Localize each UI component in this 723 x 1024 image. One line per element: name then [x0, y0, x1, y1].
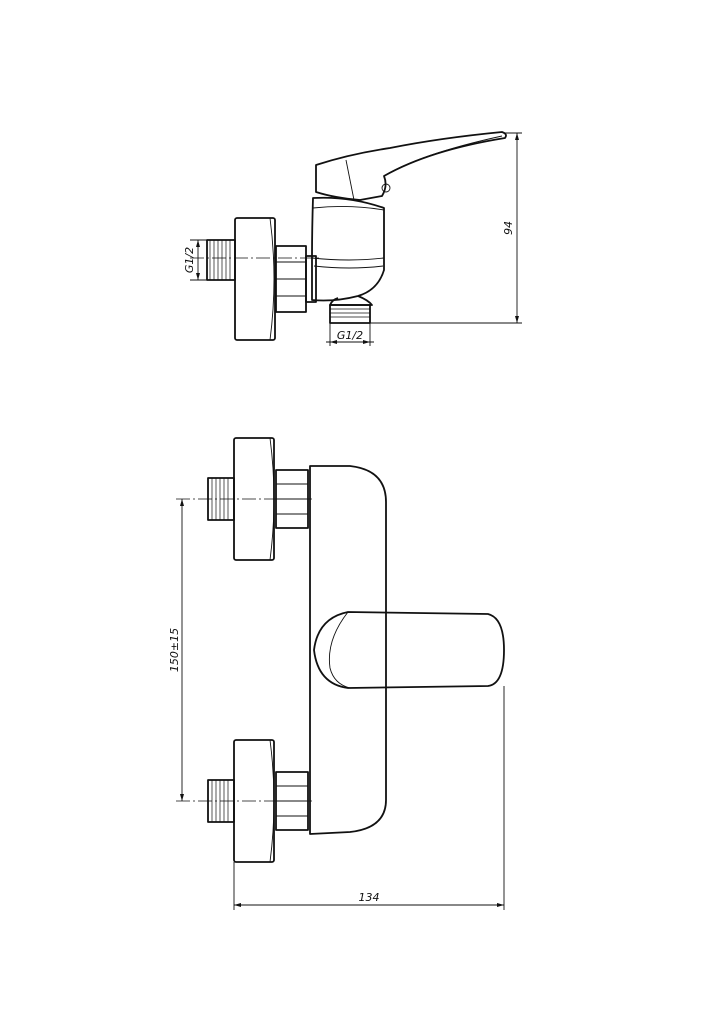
outlet-thread-dimension: G1/2	[326, 323, 374, 346]
connector	[305, 255, 317, 303]
outlet-thread	[329, 304, 371, 324]
lever-handle	[315, 131, 507, 201]
inlet-thread-label: G1/2	[183, 247, 196, 273]
height-label: 94	[502, 221, 515, 235]
front-lever	[313, 611, 505, 689]
hex-nut	[275, 245, 307, 313]
mixer-body	[311, 196, 385, 306]
outlet-thread-label: G1/2	[337, 329, 363, 342]
height-dimension: 94	[370, 132, 522, 324]
inlet-pipe	[206, 239, 236, 281]
front-view: 150±15 134	[168, 437, 505, 910]
width-dimension: 134	[233, 686, 505, 910]
width-label: 134	[359, 891, 380, 904]
side-view: G1/2 G1/2 94	[183, 131, 522, 346]
spacing-label: 150±15	[168, 628, 181, 672]
mixer-body-front	[309, 465, 387, 835]
spacing-dimension: 150±15	[168, 499, 184, 801]
inlet-thread-dimension: G1/2	[183, 239, 207, 281]
flange	[234, 217, 276, 341]
